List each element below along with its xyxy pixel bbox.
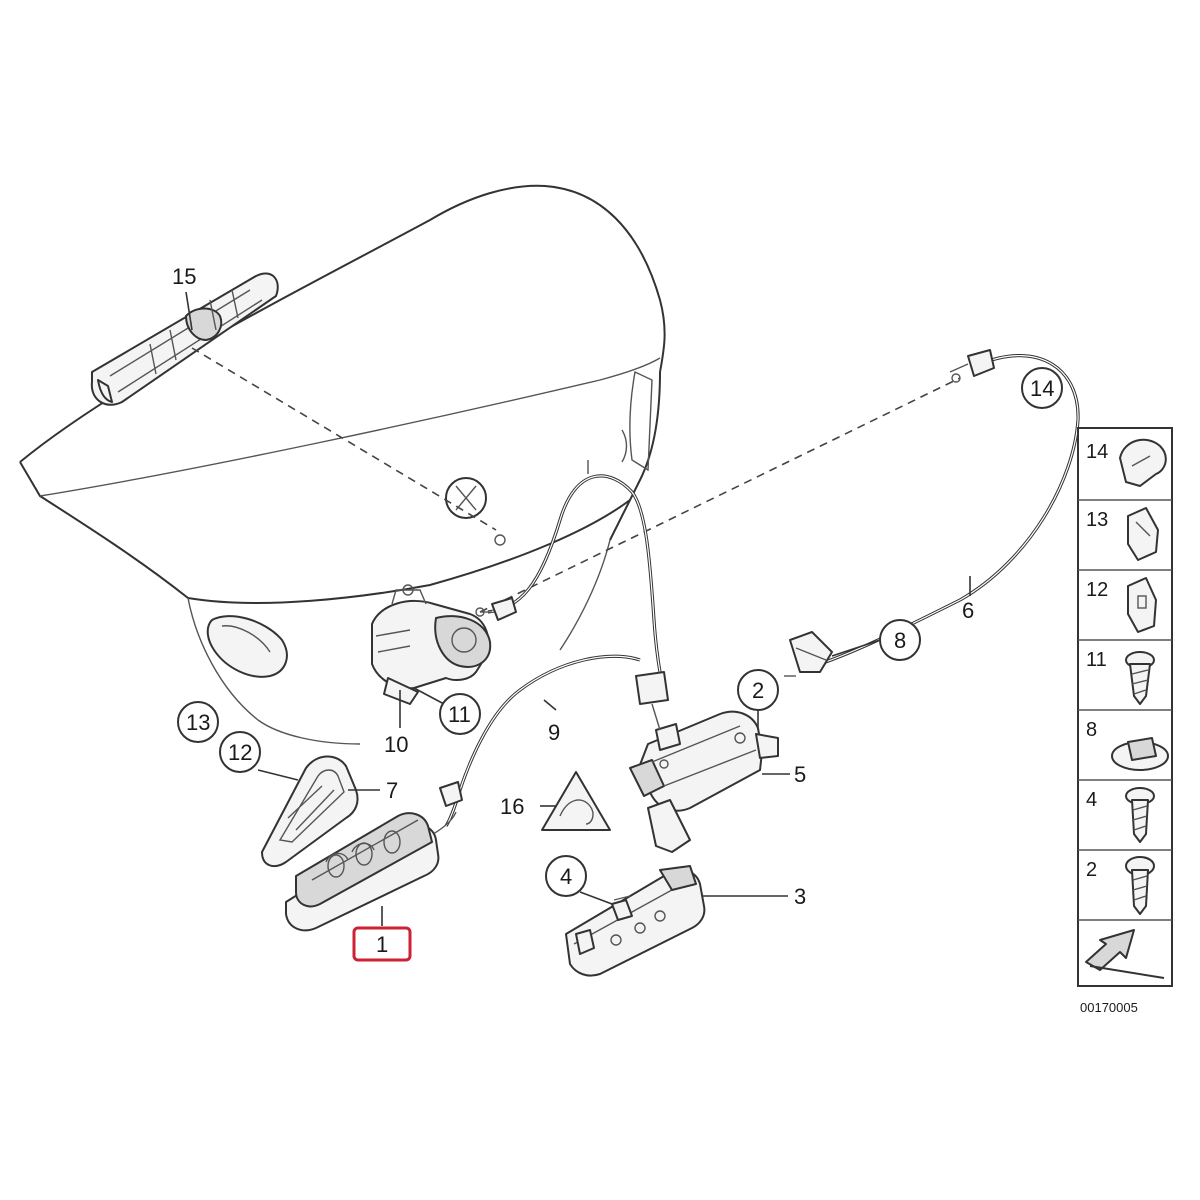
cable-9-lower bbox=[444, 654, 641, 827]
leader-12 bbox=[257, 769, 299, 781]
legend-clip-8-icon bbox=[1111, 737, 1169, 771]
callout-6: 6 bbox=[962, 598, 974, 623]
leader-8 bbox=[831, 639, 881, 657]
leader-15 bbox=[185, 291, 193, 331]
cable-end-clip bbox=[967, 349, 995, 377]
callout-2-circle bbox=[737, 669, 779, 711]
callout-8-circle bbox=[879, 619, 921, 661]
legend-label-13: 13 bbox=[1086, 509, 1108, 531]
callout-8: 8 bbox=[894, 628, 906, 653]
callout-10: 10 bbox=[384, 732, 408, 757]
callout-12-circle bbox=[219, 731, 261, 773]
callout-4: 4 bbox=[560, 864, 572, 889]
callout-14: 14 bbox=[1030, 376, 1054, 401]
part-5-latch bbox=[629, 710, 779, 853]
legend-label-4: 4 bbox=[1086, 789, 1097, 811]
callout-4-circle bbox=[545, 855, 587, 897]
legend-label-12: 12 bbox=[1086, 579, 1108, 601]
orientation-arrow-icon bbox=[1085, 929, 1135, 971]
leader-4 bbox=[579, 891, 613, 905]
part-7-seal-frame bbox=[261, 755, 359, 868]
callout-1-highlight-box[interactable] bbox=[352, 926, 412, 962]
legend-label-2: 2 bbox=[1086, 859, 1097, 881]
callout-1: 1 bbox=[376, 932, 388, 957]
callout-5: 5 bbox=[794, 762, 806, 787]
legend-clip-14-icon bbox=[1119, 438, 1167, 487]
diagram-code: 00170005 bbox=[1080, 1000, 1138, 1015]
legend-label-8: 8 bbox=[1086, 719, 1097, 741]
leader-9 bbox=[543, 699, 557, 711]
legend-clip-13-icon bbox=[1127, 507, 1159, 561]
legend-frame bbox=[1077, 427, 1173, 987]
part-15-handle-trim bbox=[90, 272, 279, 406]
callout-13: 13 bbox=[186, 710, 210, 735]
leader-lock-dash bbox=[479, 377, 961, 613]
leader-15-dash bbox=[191, 347, 497, 531]
legend-label-14: 14 bbox=[1086, 441, 1108, 463]
callout-11-circle bbox=[439, 693, 481, 735]
leader-11 bbox=[413, 687, 445, 705]
callout-16: 16 bbox=[500, 794, 524, 819]
callout-12: 12 bbox=[228, 740, 252, 765]
part-1-trunk-switch bbox=[285, 812, 440, 932]
hardware-legend: 14 13 12 11 8 4 2 bbox=[1077, 427, 1173, 987]
legend-label-11: 11 bbox=[1086, 649, 1107, 671]
callout-13-circle bbox=[177, 701, 219, 743]
part-16-warning-label bbox=[541, 771, 611, 831]
part-4-screw bbox=[611, 899, 633, 921]
callout-14-circle bbox=[1021, 367, 1063, 409]
callout-3: 3 bbox=[794, 884, 806, 909]
connector-5 bbox=[635, 671, 669, 705]
legend-nut-12-icon bbox=[1127, 577, 1157, 633]
cable-guide bbox=[789, 631, 833, 673]
callout-2: 2 bbox=[752, 678, 764, 703]
callout-9: 9 bbox=[548, 720, 560, 745]
callout-11: 11 bbox=[448, 702, 471, 727]
part-10-lock-actuator bbox=[371, 589, 492, 705]
legend-screw-4-icon bbox=[1125, 787, 1155, 843]
part-3-bracket bbox=[565, 865, 706, 977]
legend-screw-2-icon bbox=[1125, 856, 1155, 915]
trunk-lid-outline bbox=[19, 184, 666, 745]
emblem-circle bbox=[445, 477, 487, 519]
callout-7: 7 bbox=[386, 778, 398, 803]
callout-15: 15 bbox=[172, 264, 196, 289]
legend-screw-11-icon bbox=[1125, 651, 1155, 705]
